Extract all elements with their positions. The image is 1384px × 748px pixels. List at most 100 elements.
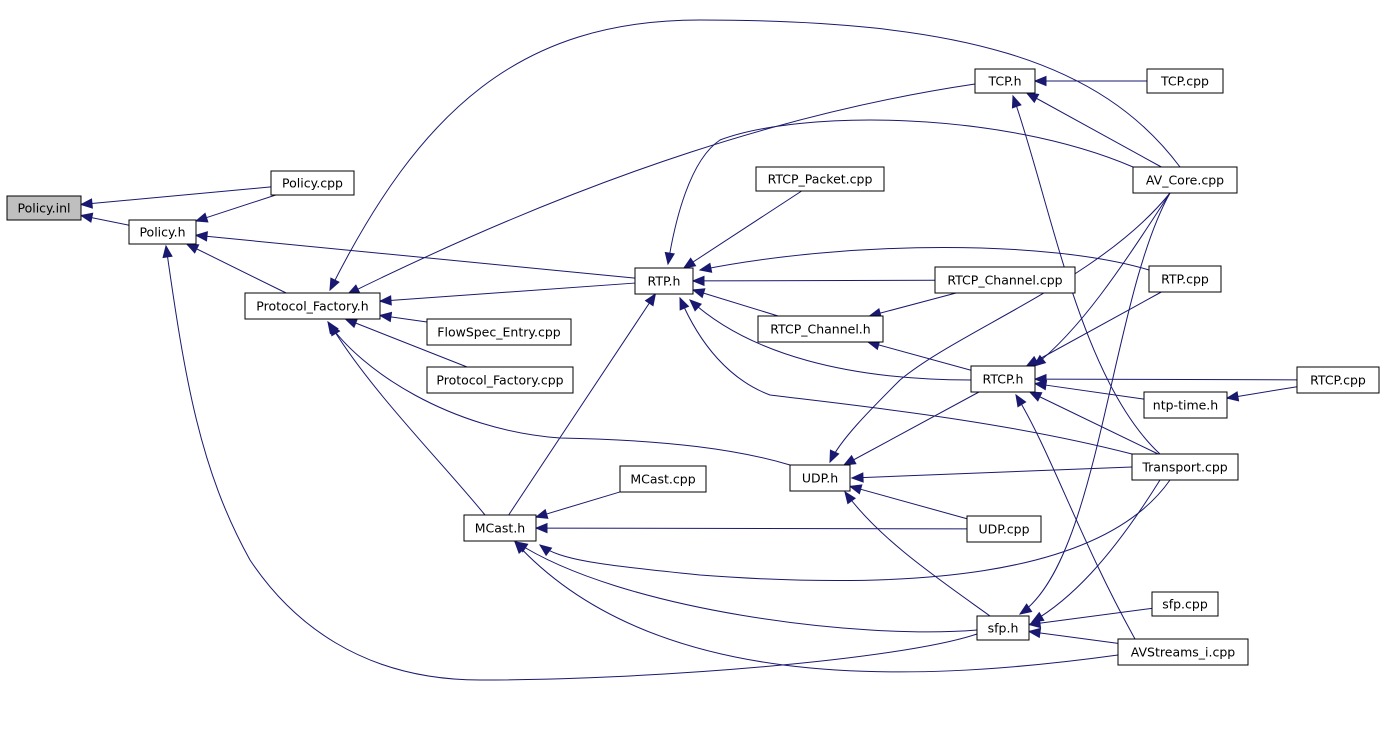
node-label: UDP.h — [802, 471, 838, 486]
node-policy-cpp[interactable]: Policy.cpp — [270, 170, 355, 196]
node-label: RTCP_Channel.h — [770, 322, 870, 337]
arrowhead — [1030, 611, 1045, 623]
edge-sfp_h-to-policy_h — [162, 244, 978, 681]
arrowhead — [664, 251, 675, 266]
edge-rtp_h-to-policy_h — [194, 231, 636, 279]
node-rtcp-channel-cpp[interactable]: RTCP_Channel.cpp — [934, 266, 1076, 294]
node-rtp-cpp[interactable]: RTP.cpp — [1148, 265, 1222, 293]
node-box — [1151, 591, 1219, 617]
node-sfp-h[interactable]: sfp.h — [976, 615, 1030, 641]
arrowhead — [682, 257, 697, 269]
edge-rtcp_cpp-to-rtcp_h — [1033, 373, 1298, 385]
node-tcp-cpp[interactable]: TCP.cpp — [1146, 68, 1224, 94]
node-ntp-time-h[interactable]: ntp-time.h — [1143, 391, 1228, 419]
node-box — [1132, 166, 1238, 194]
node-label: UDP.cpp — [978, 522, 1029, 537]
arrowhead — [1018, 603, 1033, 615]
arrowhead — [829, 449, 840, 464]
arrowhead — [79, 212, 94, 223]
edge-avstreams_i_cpp-to-rtcp_h — [1015, 393, 1136, 640]
node-label: AVStreams_i.cpp — [1131, 645, 1236, 660]
arrowhead — [534, 508, 549, 519]
arrowhead — [162, 244, 173, 259]
node-protocol-factory-cpp[interactable]: Protocol_Factory.cpp — [426, 366, 574, 394]
node-label: RTP.h — [648, 274, 681, 289]
node-udp-cpp[interactable]: UDP.cpp — [966, 515, 1042, 543]
arrowhead — [329, 277, 340, 292]
edge-policy_cpp-to-policy_h — [194, 194, 276, 223]
node-box — [974, 68, 1036, 94]
node-box — [755, 166, 885, 192]
edge-av_core_cpp-to-udp_h — [829, 192, 1171, 464]
arrowhead — [679, 296, 690, 311]
node-label: sfp.cpp — [1162, 597, 1208, 612]
node-label: Policy.h — [139, 225, 185, 240]
arrowhead — [79, 198, 93, 209]
arrowhead — [194, 231, 208, 242]
node-label: RTCP.h — [983, 372, 1024, 387]
node-box — [970, 365, 1036, 393]
node-box — [244, 292, 381, 320]
arrowhead — [534, 522, 548, 534]
node-mcast-cpp[interactable]: MCast.cpp — [619, 465, 707, 493]
node-protocol-factory-h[interactable]: Protocol_Factory.h — [244, 292, 381, 320]
edge-transport_cpp-to-mcast_h — [538, 479, 1171, 582]
node-avstreams-i-cpp[interactable]: AVStreams_i.cpp — [1117, 638, 1249, 666]
edge-transport_cpp-to-rtcp_h — [1028, 391, 1159, 455]
node-policy-inl: Policy.inl — [6, 195, 82, 221]
arrowhead — [848, 484, 863, 495]
node-box — [619, 465, 707, 493]
node-box — [463, 514, 537, 542]
node-rtp-h[interactable]: RTP.h — [634, 267, 694, 295]
node-rtcp-cpp[interactable]: RTCP.cpp — [1296, 366, 1380, 394]
node-label: RTCP_Channel.cpp — [947, 273, 1062, 288]
node-rtcp-channel-h[interactable]: RTCP_Channel.h — [757, 315, 884, 343]
node-transport-cpp[interactable]: Transport.cpp — [1131, 453, 1239, 481]
node-label: Protocol_Factory.h — [256, 299, 368, 314]
edge-udp_cpp-to-mcast_h — [534, 522, 968, 534]
node-box — [757, 315, 884, 343]
node-box — [634, 267, 694, 295]
edge-sfp_h-to-udp_h — [844, 490, 991, 617]
node-rtcp-h[interactable]: RTCP.h — [970, 365, 1036, 393]
node-label: Protocol_Factory.cpp — [436, 373, 563, 388]
node-box — [1296, 366, 1380, 394]
node-label: TCP.cpp — [1160, 74, 1209, 89]
node-box — [966, 515, 1042, 543]
node-udp-h[interactable]: UDP.h — [789, 464, 851, 492]
node-tcp-h[interactable]: TCP.h — [974, 68, 1036, 94]
node-box — [1143, 391, 1228, 419]
edge-rtp_cpp-to-rtcp_h — [1025, 291, 1162, 367]
node-label: FlowSpec_Entry.cpp — [437, 325, 560, 340]
node-box — [426, 366, 574, 394]
edge-mcast_h-to-rtp_h — [508, 292, 657, 516]
node-label: RTP.cpp — [1161, 272, 1209, 287]
node-rtcp-packet-cpp[interactable]: RTCP_Packet.cpp — [755, 166, 885, 192]
node-flowspec-entry-cpp[interactable]: FlowSpec_Entry.cpp — [426, 318, 572, 346]
node-sfp-cpp[interactable]: sfp.cpp — [1151, 591, 1219, 617]
edge-ntp_time_h-to-rtcp_h — [1033, 379, 1145, 400]
arrowhead — [689, 299, 703, 312]
node-label: MCast.cpp — [630, 472, 695, 487]
node-mcast-h[interactable]: MCast.h — [463, 514, 537, 542]
node-av-core-cpp[interactable]: AV_Core.cpp — [1132, 166, 1238, 194]
node-box — [976, 615, 1030, 641]
arrowhead — [1033, 379, 1048, 391]
edge-rtcp_h-to-rtp_h — [689, 299, 972, 381]
edge-sfp_cpp-to-sfp_h — [1027, 607, 1153, 629]
arrowhead — [644, 292, 657, 307]
arrowhead — [329, 322, 341, 337]
edge-av_core_cpp-to-rtp_h — [664, 119, 1134, 266]
edge-rtcp_channel_cpp-to-rtp_h — [691, 275, 936, 287]
arrowhead — [1027, 627, 1042, 639]
arrowhead — [185, 243, 200, 254]
node-box — [128, 219, 197, 245]
edge-rtcp_packet_cpp-to-rtp_h — [682, 190, 802, 269]
arrowhead — [1225, 391, 1240, 402]
arrowhead — [378, 295, 392, 306]
edge-avstreams_i_cpp-to-sfp_h — [1027, 627, 1119, 644]
edge-protocol_factory_h-to-policy_h — [185, 243, 287, 294]
edge-rtcp_channel_cpp-to-rtcp_channel_h — [868, 292, 957, 319]
node-policy-h[interactable]: Policy.h — [128, 219, 197, 245]
